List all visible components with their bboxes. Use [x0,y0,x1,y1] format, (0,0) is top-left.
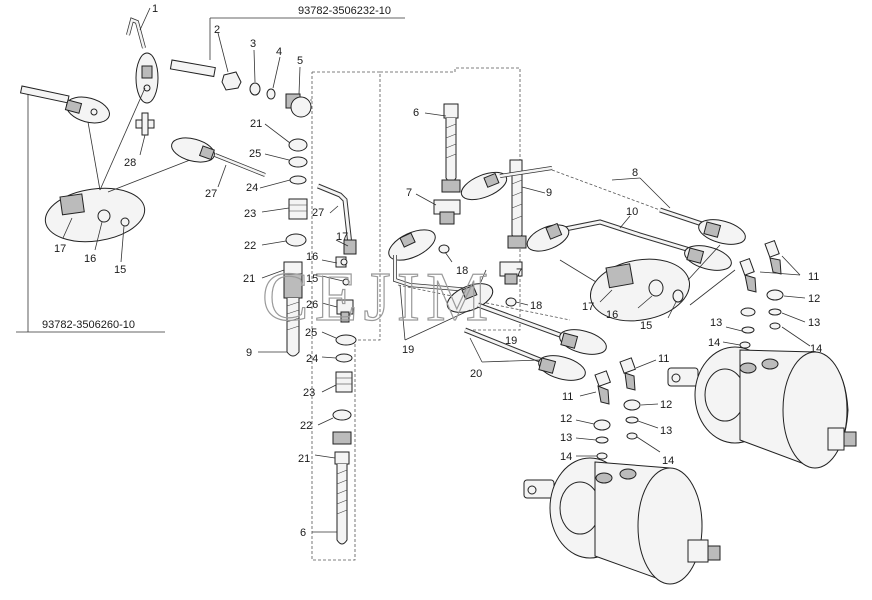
callout-13-right: 13 [660,425,672,437]
callout-21-middle: 21 [243,273,255,285]
callout-16-right: 16 [606,309,618,321]
callout-12-right: 12 [660,399,672,411]
callout-6-upper: 6 [413,107,419,119]
callout-10: 10 [626,206,638,218]
callout-7-upper: 7 [406,187,412,199]
callout-16-left: 16 [84,253,96,265]
callout-21-upper: 21 [250,118,262,130]
callout-7-center: 7 [516,267,522,279]
callout-23-lower: 23 [303,387,315,399]
callout-9-center: 9 [546,187,552,199]
callout-14-top-right: 14 [810,343,822,355]
callout-6-lower: 6 [300,527,306,539]
callout-27-right: 27 [312,207,324,219]
callout-18-upper: 18 [456,265,468,277]
callout-17-center: 17 [336,231,348,243]
callout-15-center: 15 [306,273,318,285]
callout-23-upper: 23 [244,208,256,220]
callout-15-left: 15 [114,264,126,276]
callout-24-upper: 24 [246,182,258,194]
callout-24-lower: 24 [306,353,318,365]
assembly-number-bottom: 93782-3506260-10 [42,319,135,331]
callout-28: 28 [124,157,136,169]
callout-13-top-left: 13 [710,317,722,329]
callout-11-top: 11 [808,271,819,283]
callout-11-lower: 11 [562,391,573,403]
callout-16-center: 16 [306,251,318,263]
callout-19-left: 19 [402,344,414,356]
callout-1: 1 [152,3,158,15]
callout-9-left: 9 [246,347,252,359]
callout-20: 20 [470,368,482,380]
callout-5: 5 [297,55,303,67]
callout-14-right: 14 [662,455,674,467]
callout-12-top: 12 [808,293,820,305]
callout-17-right: 17 [582,301,594,313]
assembly-number-top: 93782-3506232-10 [298,5,391,17]
callout-15-right: 15 [640,320,652,332]
callout-12-left: 12 [560,413,572,425]
callout-2: 2 [214,24,220,36]
callout-17-left: 17 [54,243,66,255]
callout-13-left: 13 [560,432,572,444]
callout-14-top-left: 14 [708,337,720,349]
watermark-text: CEJIM [262,259,494,336]
callout-3: 3 [250,38,256,50]
callout-8: 8 [632,167,638,179]
callout-18-lower: 18 [530,300,542,312]
brake-chamber-upper [667,346,857,469]
callout-21-lower: 21 [298,453,310,465]
callout-4: 4 [276,46,282,58]
callout-14-left: 14 [560,451,572,463]
callout-22-lower: 22 [300,420,312,432]
callout-27-left: 27 [205,188,217,200]
callout-19-right: 19 [505,335,517,347]
callout-11-middle: 11 [658,353,669,365]
callout-25-lower: 25 [305,327,317,339]
callout-13-top-right: 13 [808,317,820,329]
callout-22-upper: 22 [244,240,256,252]
callout-25-upper: 25 [249,148,261,160]
brake-chamber-lower [523,457,721,585]
callout-26: 26 [306,299,318,311]
